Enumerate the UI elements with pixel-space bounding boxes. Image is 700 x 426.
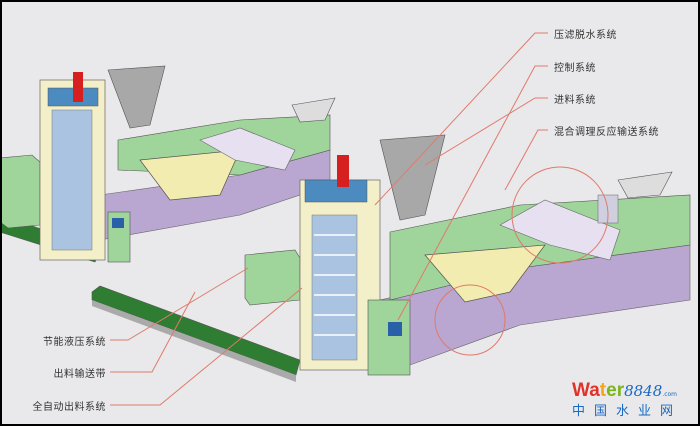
logo-subtitle: 中国水业网 <box>572 404 683 419</box>
leader-line <box>397 65 548 321</box>
right-trough <box>424 244 546 303</box>
leader-lines <box>110 32 609 406</box>
label-auto-discharge-system: 全自动出料系统 <box>32 402 106 413</box>
label-hydraulic-system: 节能液压系统 <box>43 337 106 348</box>
label-discharge-belt: 出料输送带 <box>53 369 106 380</box>
logo-text: t <box>599 380 607 401</box>
left-trough <box>139 149 241 201</box>
leader-line <box>110 287 303 406</box>
machine-right <box>91 134 691 382</box>
logo-text: Wa <box>572 380 600 401</box>
right-feeder <box>499 199 621 261</box>
left-green-cabinet <box>2 154 41 229</box>
leader-line <box>504 129 548 191</box>
left-feeder <box>199 127 296 171</box>
label-mixing-conveying-system: 混合调理反应输送系统 <box>554 127 659 138</box>
leader-line <box>110 267 249 341</box>
left-hopper <box>107 65 166 129</box>
left-red-cylinder <box>73 72 83 102</box>
leader-line <box>374 32 548 206</box>
logo-number: 8848 <box>624 382 663 400</box>
right-red-cylinder <box>337 155 349 187</box>
label-filter-press-system: 压滤脱水系统 <box>554 30 617 41</box>
highlight-circle <box>434 284 506 356</box>
right-hopper <box>379 134 446 221</box>
logo-suffix: .com <box>662 391 678 398</box>
label-feed-system: 进料系统 <box>554 95 596 106</box>
water8848-logo: Water8848.com 中国水业网 <box>572 380 682 419</box>
right-belt <box>91 285 301 376</box>
machine-left <box>2 65 336 263</box>
leader-line <box>110 291 196 373</box>
leader-line <box>424 97 548 166</box>
highlight-circle <box>511 166 609 264</box>
right-control-panel <box>367 299 411 376</box>
logo-text: er <box>606 380 625 401</box>
label-control-system: 控制系统 <box>554 63 596 74</box>
